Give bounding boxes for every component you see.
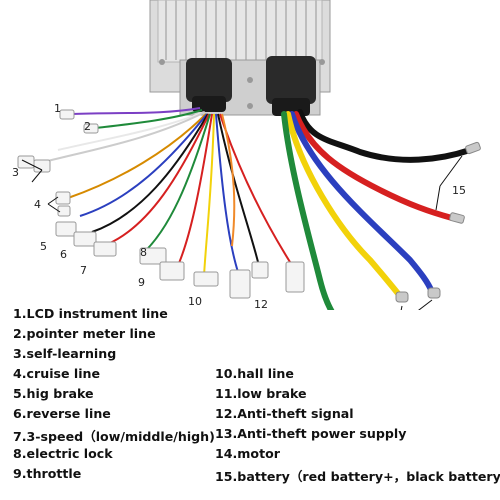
callout-8: 8 xyxy=(140,246,147,259)
callout-6: 6 xyxy=(60,248,67,261)
callout-15: 15 xyxy=(452,184,466,197)
legend-item-11: 11.low brake xyxy=(215,386,307,401)
callout-4: 4 xyxy=(34,198,41,211)
callout-1: 1 xyxy=(54,102,61,115)
wire-terminals xyxy=(395,141,481,303)
callout-10: 10 xyxy=(188,295,202,308)
signal-cable-gland xyxy=(186,58,232,112)
legend-item-10: 10.hall line xyxy=(215,366,294,381)
callout-5: 5 xyxy=(40,240,47,253)
legend-item-13: 13.Anti-theft power supply xyxy=(215,426,407,441)
legend-item-2: 2.pointer meter line xyxy=(13,326,156,341)
legend-item-1: 1.LCD instrument line xyxy=(13,306,168,321)
legend-item-12: 12.Anti-theft signal xyxy=(215,406,354,421)
legend-item-5: 5.hig brake xyxy=(13,386,94,401)
callout-7: 7 xyxy=(80,264,87,277)
legend-item-15: 15.battery（red battery+，black battery -) xyxy=(215,469,500,484)
legend-item-3: 3.self-learning xyxy=(13,346,117,361)
wire-legend: 1.LCD instrument line 2.pointer meter li… xyxy=(13,306,500,496)
legend-item-6: 6.reverse line xyxy=(13,406,111,421)
callout-9: 9 xyxy=(138,276,145,289)
legend-item-9: 9.throttle xyxy=(13,466,82,481)
signal-wires xyxy=(43,107,291,277)
callout-arrows xyxy=(21,155,463,310)
callout-3: 3 xyxy=(12,166,19,179)
wiring-diagram: 1 2 3 4 5 6 7 8 9 10 11 12 13 14 15 xyxy=(12,0,481,310)
callout-2: 2 xyxy=(84,120,91,133)
signal-connectors xyxy=(17,109,305,299)
legend-item-8: 8.electric lock xyxy=(13,446,113,461)
legend-item-14: 14.motor xyxy=(215,446,280,461)
callout-12: 12 xyxy=(254,298,268,310)
power-wires xyxy=(281,109,473,310)
callout-labels: 1 2 3 4 5 6 7 8 9 10 11 12 13 14 15 xyxy=(12,102,466,310)
power-cable-gland xyxy=(266,56,316,116)
legend-item-4: 4.cruise line xyxy=(13,366,101,381)
legend-item-7: 7.3-speed（low/middle/high) xyxy=(13,429,215,444)
